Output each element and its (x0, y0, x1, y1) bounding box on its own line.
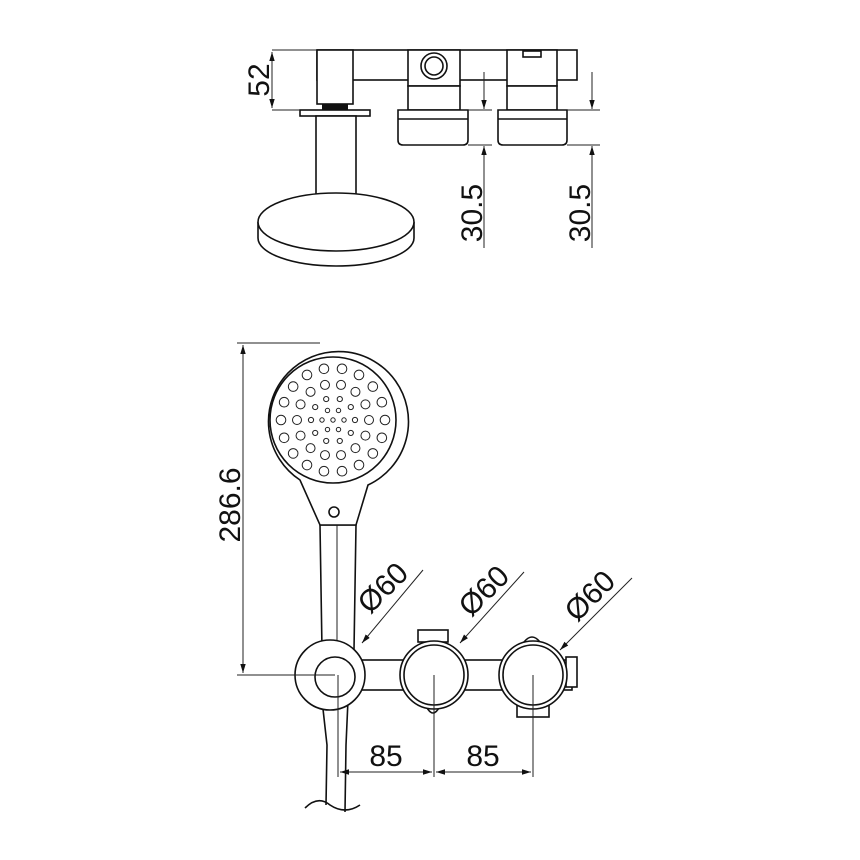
nozzle (367, 448, 379, 459)
nozzle (376, 432, 388, 444)
nozzle (330, 417, 336, 423)
valve-body-1 (407, 49, 461, 87)
nozzle (292, 415, 302, 425)
nozzle (287, 448, 299, 459)
nozzle (305, 443, 316, 454)
nozzle (323, 395, 330, 403)
valve-cap-2 (497, 109, 568, 146)
nozzle (324, 426, 331, 433)
dim-label-286-6: 286.6 (214, 467, 247, 542)
dim-label-52: 52 (243, 63, 276, 96)
nozzle (347, 429, 354, 437)
wall-flange (299, 109, 371, 117)
thread (322, 104, 348, 110)
disc-top (257, 192, 415, 252)
nozzle (351, 416, 359, 424)
nozzle (319, 450, 330, 461)
nozzle (335, 426, 342, 433)
nozzle (376, 396, 388, 408)
nozzle (295, 399, 306, 410)
nozzle (336, 465, 348, 477)
nozzle (379, 414, 391, 426)
nozzle (336, 437, 343, 445)
dim-label-diameter-2: Ø60 (453, 560, 516, 623)
nozzle (312, 403, 319, 411)
nozzle (336, 450, 347, 461)
nozzle (318, 465, 330, 477)
front-view: 286.6 85 85 Ø60 Ø60 Ø60 (214, 342, 633, 813)
valve-cap-1 (397, 109, 469, 146)
hose (321, 699, 349, 813)
dim-label-diameter-1: Ø60 (352, 557, 415, 620)
nozzle (364, 415, 374, 425)
nozzle (350, 443, 361, 454)
spray-nozzles (275, 363, 391, 477)
nozzle (319, 379, 330, 390)
dimension-30-5-a: 30.5 (456, 72, 492, 248)
mode-button (328, 506, 340, 518)
nozzle (278, 396, 290, 408)
diverter-block (316, 49, 354, 105)
hose-connector (314, 656, 356, 698)
nozzle (295, 430, 306, 441)
valve-lug-1 (417, 629, 449, 643)
valve-neck-2 (506, 85, 558, 111)
handshower-handle (319, 524, 357, 651)
nozzle (335, 407, 342, 414)
dim-label-diameter-3: Ø60 (559, 565, 622, 628)
nozzle (336, 395, 343, 403)
nozzle (360, 399, 371, 410)
nozzle (305, 386, 316, 397)
nozzle (318, 363, 330, 375)
nozzle (301, 459, 313, 471)
nozzle (319, 417, 325, 423)
dim-label-30-5-a: 30.5 (456, 184, 489, 242)
spray-face (269, 356, 397, 484)
nozzle (301, 369, 313, 381)
nozzle (347, 403, 354, 411)
nozzle (307, 416, 315, 424)
nozzle (336, 379, 347, 390)
dim-label-30-5-b: 30.5 (564, 184, 597, 242)
nozzle (336, 363, 348, 375)
nozzle (324, 407, 331, 414)
nozzle (353, 459, 365, 471)
dimension-30-5-b: 30.5 (564, 72, 600, 248)
dimension-85: 85 85 (337, 675, 534, 777)
nozzle (312, 429, 319, 437)
valve-neck-1 (407, 85, 461, 111)
valve-body-2 (506, 49, 558, 87)
diameter-leaders: Ø60 Ø60 Ø60 (352, 557, 633, 651)
nozzle (278, 432, 290, 444)
nozzle (323, 437, 330, 445)
nozzle (360, 430, 371, 441)
nozzle (350, 386, 361, 397)
valve-knob-1 (420, 52, 448, 80)
dimension-52: 52 (243, 49, 317, 111)
dim-label-85-b: 85 (466, 740, 499, 773)
nozzle (287, 381, 299, 392)
dimension-286-6: 286.6 (214, 342, 335, 676)
nozzle (353, 369, 365, 381)
top-view: 52 30.5 30.5 (243, 49, 600, 267)
nozzle (341, 417, 347, 423)
nozzle (275, 414, 287, 426)
dim-label-85-a: 85 (369, 740, 402, 773)
nozzle (367, 381, 379, 392)
outlet-stem (315, 115, 357, 197)
